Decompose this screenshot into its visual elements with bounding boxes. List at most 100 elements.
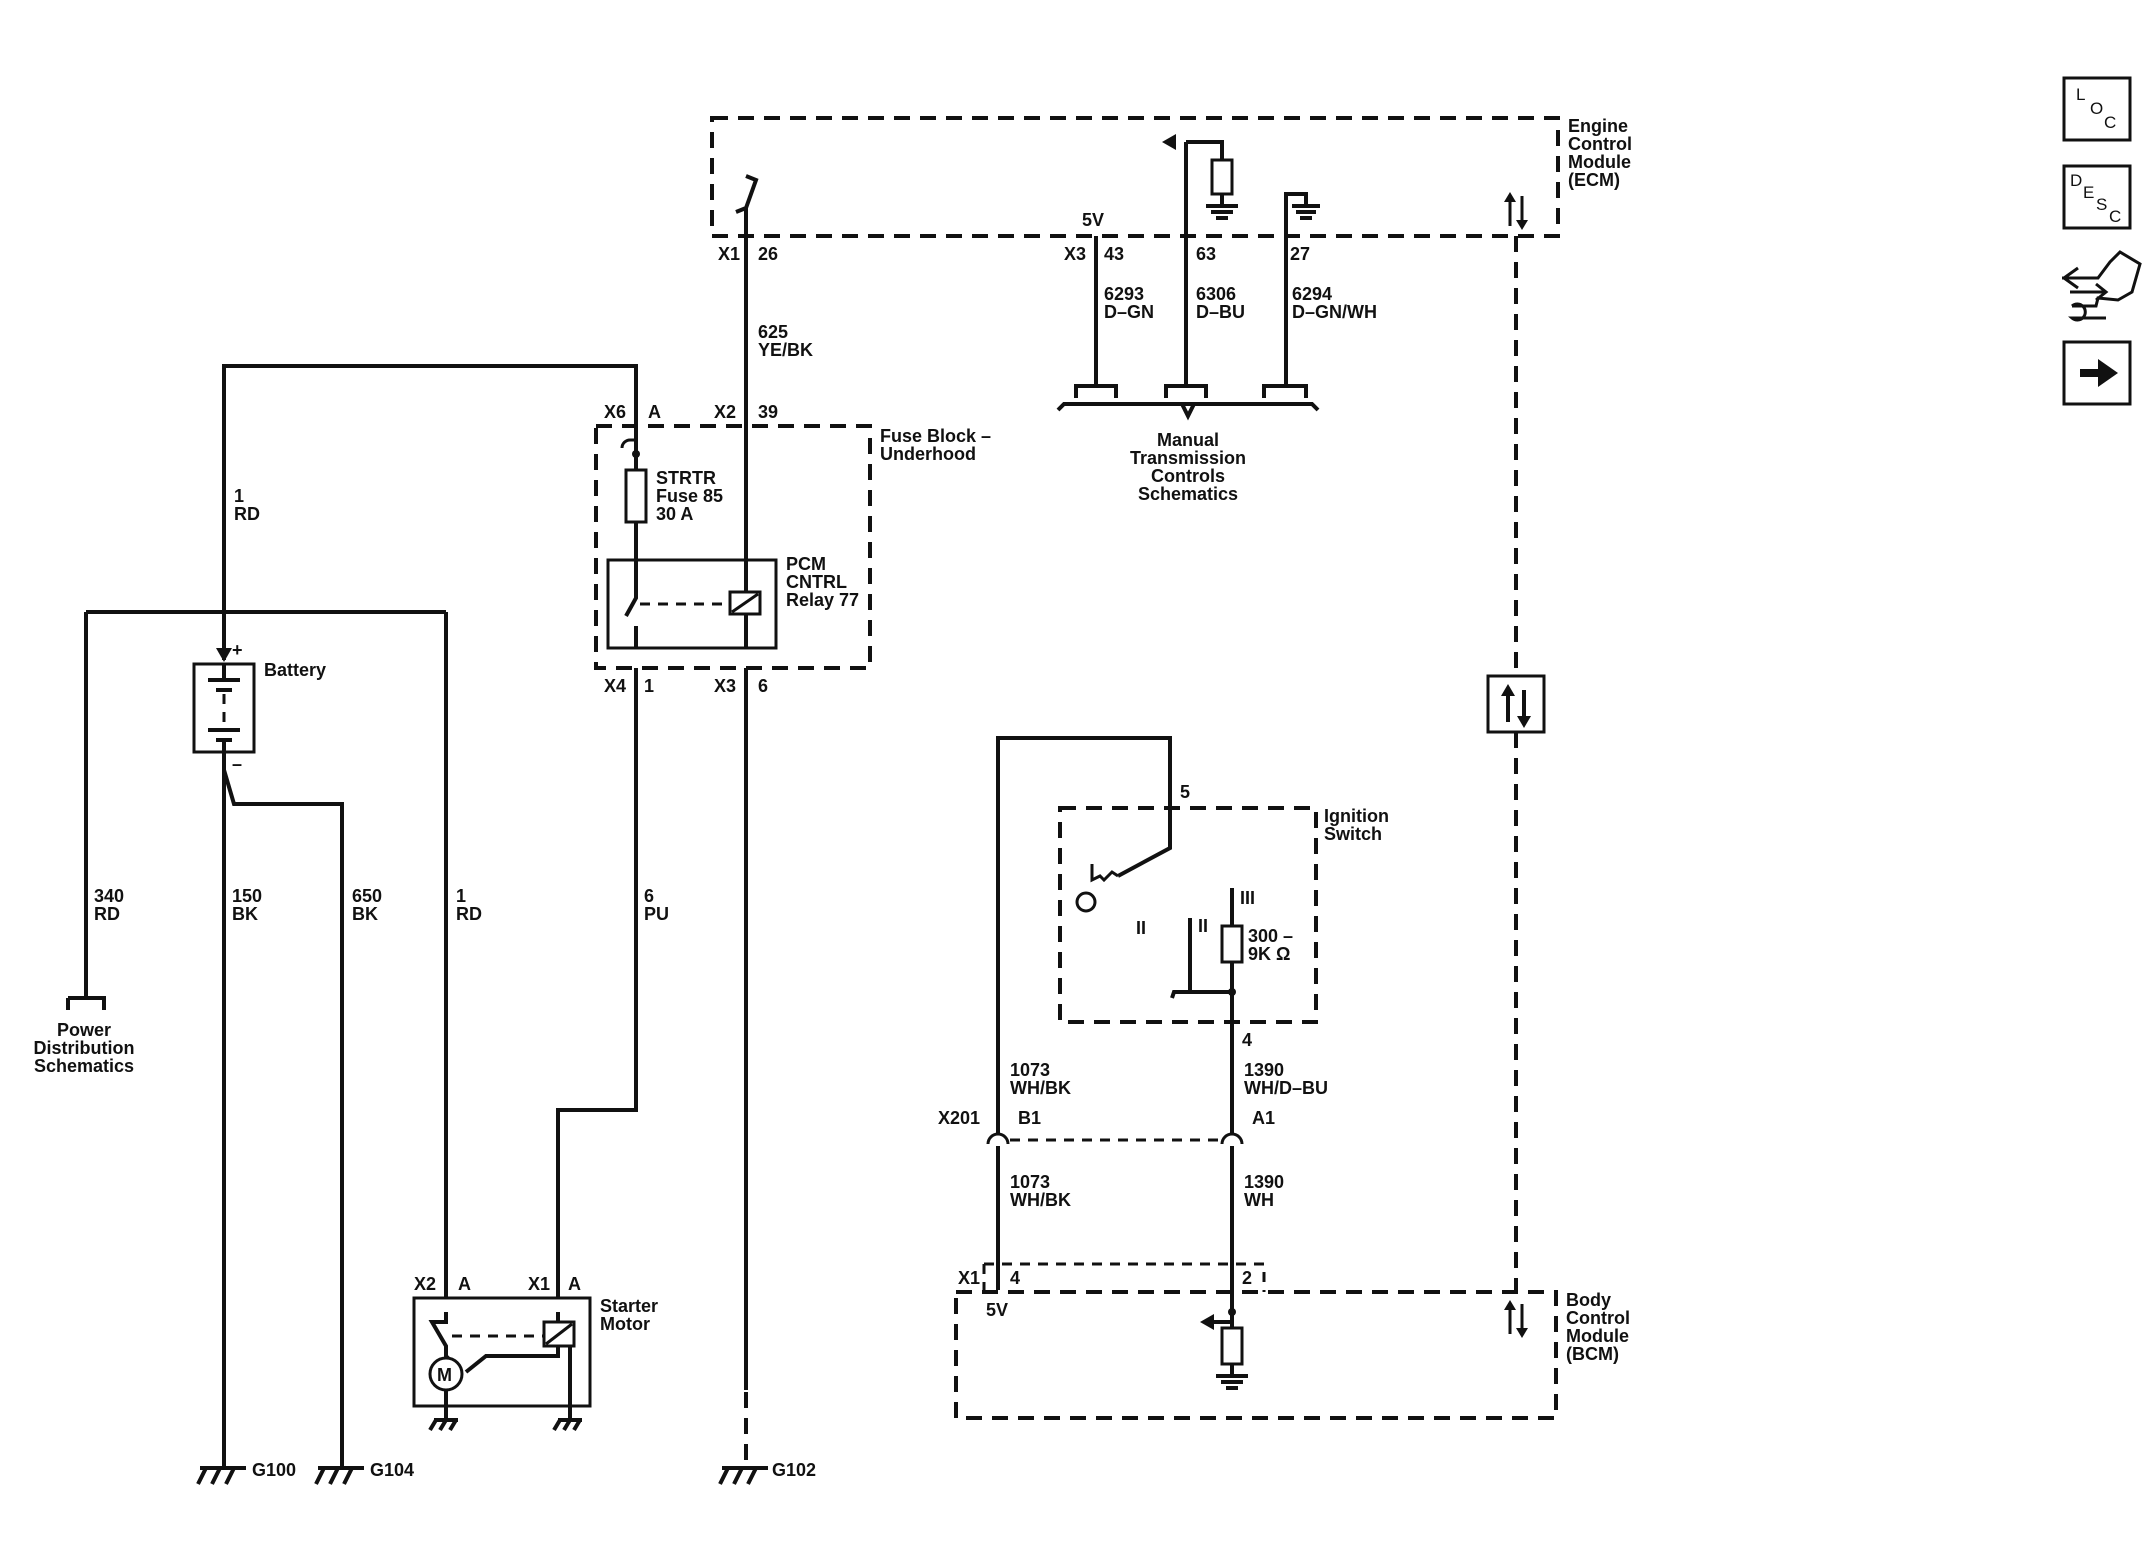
svg-text:WH/BK: WH/BK: [1010, 1190, 1071, 1210]
svg-text:RD: RD: [456, 904, 482, 924]
svg-text:Module: Module: [1566, 1326, 1629, 1346]
svg-text:Distribution: Distribution: [34, 1038, 135, 1058]
svg-text:RD: RD: [94, 904, 120, 924]
svg-text:WH/BK: WH/BK: [1010, 1078, 1071, 1098]
power-distribution-schematics-link[interactable]: Power Distribution Schematics: [34, 1020, 135, 1076]
svg-text:Switch: Switch: [1324, 824, 1382, 844]
svg-text:II: II: [1136, 918, 1146, 938]
serial-data-link: [1486, 236, 1546, 1292]
svg-text:1: 1: [456, 886, 466, 906]
ground-g104: G104: [314, 1460, 414, 1485]
svg-text:650: 650: [352, 886, 382, 906]
svg-text:Starter: Starter: [600, 1296, 658, 1316]
svg-text:Manual: Manual: [1157, 430, 1219, 450]
svg-text:III: III: [1240, 888, 1255, 908]
ground-g100: G100: [196, 1460, 296, 1485]
svg-text:PCM: PCM: [786, 554, 826, 574]
wire-625: 625 YE/BK: [744, 236, 813, 426]
svg-text:CNTRL: CNTRL: [786, 572, 847, 592]
svg-text:625: 625: [758, 322, 788, 342]
svg-text:O: O: [2090, 99, 2103, 118]
svg-text:Fuse 85: Fuse 85: [656, 486, 723, 506]
svg-text:RD: RD: [234, 504, 260, 524]
svg-text:Power: Power: [57, 1020, 111, 1040]
ignition-switch: Ignition Switch 5 II II III 300 – 9K Ω 4: [996, 736, 1389, 1134]
svg-text:X4: X4: [604, 676, 626, 696]
svg-text:D–GN: D–GN: [1104, 302, 1154, 322]
svg-text:1: 1: [644, 676, 654, 696]
svg-text:26: 26: [758, 244, 778, 264]
next-page-button[interactable]: [2062, 340, 2132, 406]
svg-text:A: A: [568, 1274, 581, 1294]
svg-text:X1: X1: [528, 1274, 550, 1294]
svg-text:63: 63: [1196, 244, 1216, 264]
svg-text:BK: BK: [352, 904, 378, 924]
svg-text:E: E: [2083, 183, 2094, 202]
svg-text:STRTR: STRTR: [656, 468, 716, 488]
svg-text:A1: A1: [1252, 1108, 1275, 1128]
svg-text:9K Ω: 9K Ω: [1248, 944, 1290, 964]
engine-control-module: Engine Control Module (ECM) X1 26 5V X3 …: [710, 116, 1632, 264]
svg-text:Transmission: Transmission: [1130, 448, 1246, 468]
svg-text:X6: X6: [604, 402, 626, 422]
svg-text:L: L: [2076, 85, 2085, 104]
svg-text:Relay 77: Relay 77: [786, 590, 859, 610]
svg-text:Control: Control: [1568, 134, 1632, 154]
svg-text:1073: 1073: [1010, 1060, 1050, 1080]
svg-text:5: 5: [1180, 782, 1190, 802]
manual-transmission-controls-link[interactable]: Manual Transmission Controls Schematics: [1130, 430, 1246, 504]
svg-text:27: 27: [1290, 244, 1310, 264]
svg-text:Motor: Motor: [600, 1314, 650, 1334]
svg-text:YE/BK: YE/BK: [758, 340, 813, 360]
svg-text:Schematics: Schematics: [34, 1056, 134, 1076]
svg-text:X3: X3: [714, 676, 736, 696]
svg-text:Ignition: Ignition: [1324, 806, 1389, 826]
svg-text:G102: G102: [772, 1460, 816, 1480]
connector-x201: X201 B1 A1: [938, 1108, 1275, 1296]
svg-text:G104: G104: [370, 1460, 414, 1480]
wire-6-pu: 6 PU: [556, 668, 669, 1312]
svg-text:6: 6: [758, 676, 768, 696]
ground-g102: G102: [718, 668, 816, 1485]
svg-text:–: –: [232, 754, 242, 774]
desc-button[interactable]: D E S C: [2062, 164, 2132, 230]
battery-circuit: 1 RD Battery + – 340 RD 150 BK 650 BK 1 …: [66, 364, 638, 1468]
svg-text:C: C: [2104, 113, 2116, 132]
svg-text:D–BU: D–BU: [1196, 302, 1245, 322]
svg-text:D: D: [2070, 171, 2082, 190]
svg-text:Engine: Engine: [1568, 116, 1628, 136]
svg-text:Body: Body: [1566, 1290, 1611, 1310]
svg-text:4: 4: [1242, 1030, 1252, 1050]
svg-text:Fuse Block –: Fuse Block –: [880, 426, 991, 446]
svg-text:WH/D–BU: WH/D–BU: [1244, 1078, 1328, 1098]
svg-text:6306: 6306: [1196, 284, 1236, 304]
svg-text:6293: 6293: [1104, 284, 1144, 304]
ignition-wires: 1073 WH/BK 1390 WH/D–BU 1073 WH/BK 1390 …: [1010, 1060, 1328, 1210]
svg-text:X1: X1: [958, 1268, 980, 1288]
svg-text:Underhood: Underhood: [880, 444, 976, 464]
svg-text:39: 39: [758, 402, 778, 422]
connector-views-button[interactable]: [2062, 250, 2142, 322]
svg-text:C: C: [2109, 207, 2121, 226]
svg-text:5V: 5V: [986, 1300, 1008, 1320]
svg-text:6294: 6294: [1292, 284, 1332, 304]
svg-text:Battery: Battery: [264, 660, 326, 680]
svg-text:II: II: [1198, 916, 1208, 936]
loc-button[interactable]: L O C: [2062, 76, 2132, 142]
svg-text:43: 43: [1104, 244, 1124, 264]
svg-text:1073: 1073: [1010, 1172, 1050, 1192]
svg-text:Control: Control: [1566, 1308, 1630, 1328]
svg-text:+: +: [232, 640, 243, 660]
svg-text:Schematics: Schematics: [1138, 484, 1238, 504]
starter-motor: X2 A X1 A Starter Motor M: [412, 1274, 658, 1432]
svg-text:X3: X3: [1064, 244, 1086, 264]
svg-text:150: 150: [232, 886, 262, 906]
svg-text:4: 4: [1010, 1268, 1020, 1288]
svg-text:M: M: [437, 1365, 452, 1385]
svg-text:6: 6: [644, 886, 654, 906]
svg-text:S: S: [2096, 195, 2107, 214]
svg-text:5V: 5V: [1082, 210, 1104, 230]
svg-text:Controls: Controls: [1151, 466, 1225, 486]
svg-text:1390: 1390: [1244, 1060, 1284, 1080]
